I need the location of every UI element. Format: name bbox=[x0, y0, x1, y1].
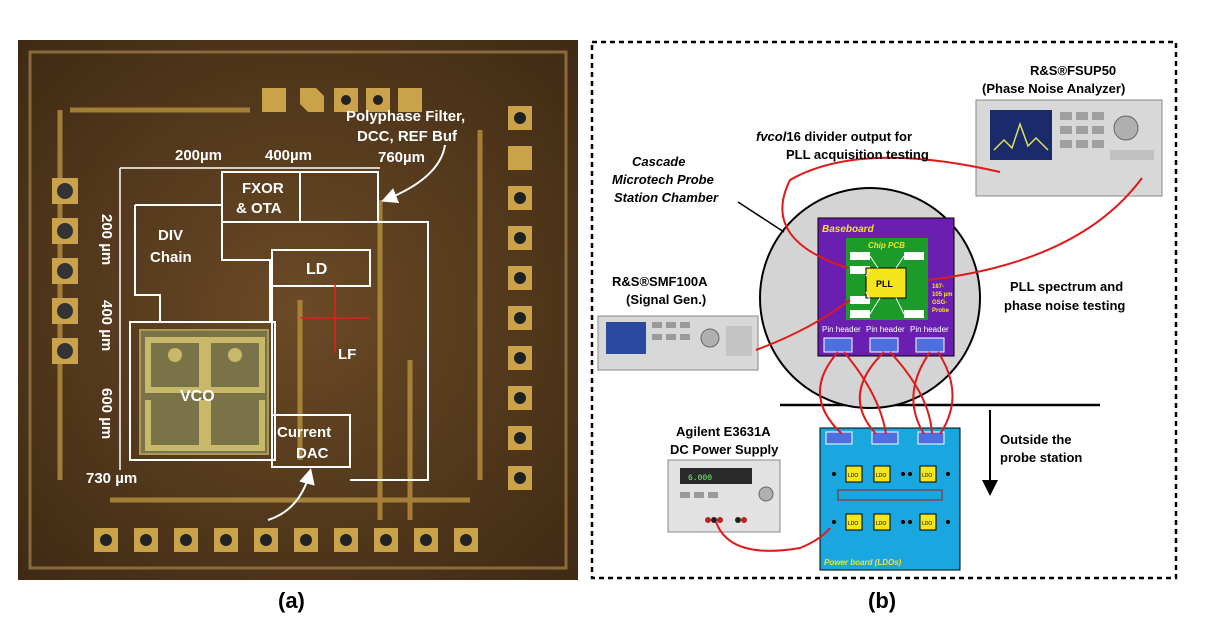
smf100a-label-line2: (Signal Gen.) bbox=[626, 292, 706, 307]
smf100a-label-line1: R&S®SMF100A bbox=[612, 274, 708, 289]
pin-header-label-2: Pin header bbox=[866, 325, 905, 334]
ld-label: LD bbox=[306, 261, 327, 278]
pll-chip bbox=[865, 267, 907, 299]
smf100a-instrument bbox=[597, 315, 759, 371]
right-pads bbox=[508, 106, 532, 490]
current-dac-box bbox=[271, 414, 351, 468]
agilent-label-line2: DC Power Supply bbox=[670, 442, 779, 457]
div-label-line1: DIV bbox=[158, 227, 183, 244]
chip-pcb-label: Chip PCB bbox=[868, 241, 905, 250]
ldo-label-2: LDO bbox=[876, 473, 886, 479]
chip-pcb-pads bbox=[850, 252, 924, 318]
cascade-label-line3: Station Chamber bbox=[614, 190, 719, 205]
divider-prefix: fvcol bbox=[756, 129, 787, 144]
left-pads bbox=[52, 178, 78, 364]
vdim-200um-label: 200 µm bbox=[98, 214, 115, 265]
lf-crosshair bbox=[300, 283, 370, 353]
power-board-label: Power board (LDOs) bbox=[824, 558, 902, 567]
pin-header-label-3: Pin header bbox=[910, 325, 949, 334]
fsup50-label-line1: R&S®FSUP50 bbox=[1030, 63, 1116, 78]
dim-200um-label: 200µm bbox=[175, 147, 222, 164]
div-label-line2: Chain bbox=[150, 249, 192, 266]
panel-b-test-setup: Baseboard Chip PCB PLL 187- 105 µm GSG- … bbox=[590, 40, 1178, 580]
lf-label: LF bbox=[338, 346, 356, 363]
ldo-label-6: LDO bbox=[922, 521, 932, 527]
div-chain-outline-right bbox=[221, 222, 271, 322]
div-chain-outline bbox=[134, 204, 222, 322]
vco-inductor-layout bbox=[139, 329, 269, 455]
probe-label-line4: Probe bbox=[932, 308, 950, 314]
cascade-label-line1: Cascade bbox=[632, 154, 685, 169]
probe-label-line3: GSG- bbox=[932, 300, 947, 306]
fsup50-instrument bbox=[975, 99, 1163, 197]
fxor-label-line2: & OTA bbox=[236, 200, 282, 217]
baseboard-pin-headers: Pin header Pin header Pin header bbox=[822, 325, 949, 353]
bond-wires bbox=[865, 255, 905, 315]
cable-ph-1a bbox=[818, 351, 843, 435]
dim-730um-label: 730 µm bbox=[86, 470, 137, 487]
agilent-e3631a-instrument: 6.000 bbox=[667, 459, 781, 533]
ldo-blocks: LDO LDO LDO LDO LDO LDO bbox=[832, 465, 950, 531]
dimension-lines bbox=[119, 167, 380, 470]
ldo-label-4: LDO bbox=[848, 521, 858, 527]
outside-label-line1: Outside the bbox=[1000, 432, 1072, 447]
current-dac-label-line1: Current bbox=[277, 424, 331, 441]
metal-routing bbox=[57, 107, 483, 520]
block-outlines bbox=[129, 171, 429, 481]
panel-a-die-photo: Polyphase Filter, DCC, REF Buf 200µm 400… bbox=[18, 40, 578, 580]
fsup50-label-line2: (Phase Noise Analyzer) bbox=[982, 81, 1125, 96]
current-dac-label-line2: DAC bbox=[296, 445, 329, 462]
outside-label-line2: probe station bbox=[1000, 450, 1082, 465]
vco-box bbox=[129, 321, 276, 461]
dim-760um-label: 760µm bbox=[378, 149, 425, 166]
ldo-label-3: LDO bbox=[922, 473, 932, 479]
pll-spectrum-label-line1: PLL spectrum and bbox=[1010, 279, 1123, 294]
vco-label: VCO bbox=[180, 388, 215, 405]
pin-header-label-1: Pin header bbox=[822, 325, 861, 334]
panel-a-caption: (a) bbox=[278, 588, 305, 613]
power-board-pin-headers bbox=[825, 431, 945, 445]
fxor-label-line1: FXOR bbox=[242, 180, 284, 197]
baseboard-label: Baseboard bbox=[822, 224, 875, 235]
svg-text:6.000: 6.000 bbox=[688, 474, 712, 483]
cable-ph-2 bbox=[858, 351, 885, 435]
bottom-pads bbox=[94, 528, 478, 552]
agilent-label-line1: Agilent E3631A bbox=[676, 424, 771, 439]
cascade-label-line2: Microtech Probe bbox=[612, 172, 714, 187]
current-dac-arrow bbox=[267, 468, 315, 521]
probe-label-line1: 187- bbox=[932, 284, 944, 290]
top-pads bbox=[262, 88, 422, 112]
divider-output-label-line1: fvcol16 divider output for bbox=[756, 129, 912, 144]
dim-400um-label: 400µm bbox=[265, 147, 312, 164]
divider-output-label-line2: PLL acquisition testing bbox=[786, 147, 929, 162]
ld-box bbox=[271, 249, 371, 287]
vdim-600um-label: 600 µm bbox=[98, 388, 115, 439]
panel-b-caption: (b) bbox=[868, 588, 896, 613]
ldo-label-5: LDO bbox=[876, 521, 886, 527]
pll-spectrum-label-line2: phase noise testing bbox=[1004, 298, 1125, 313]
red-cables bbox=[715, 156, 1143, 552]
probe-label-line2: 105 µm bbox=[932, 292, 952, 298]
cable-divider-output bbox=[781, 156, 1001, 269]
chamber-pointer bbox=[737, 201, 785, 233]
cable-pll-spectrum bbox=[927, 177, 1143, 281]
polyphase-label-line2: DCC, REF Buf bbox=[357, 128, 458, 145]
ldo-label-1: LDO bbox=[848, 473, 858, 479]
polyphase-label-line1: Polyphase Filter, bbox=[346, 108, 465, 125]
pll-chip-label: PLL bbox=[876, 279, 894, 289]
cable-signal-gen bbox=[755, 299, 851, 351]
lf-outline bbox=[300, 221, 429, 481]
cable-ph-3 bbox=[912, 351, 931, 435]
polyphase-arrow bbox=[381, 144, 446, 203]
power-board bbox=[819, 427, 961, 571]
cable-power-supply bbox=[715, 521, 831, 552]
seal-ring bbox=[28, 50, 568, 570]
vdim-400um-label: 400 µm bbox=[98, 300, 115, 351]
divider-rest: 16 divider output for bbox=[786, 129, 912, 144]
